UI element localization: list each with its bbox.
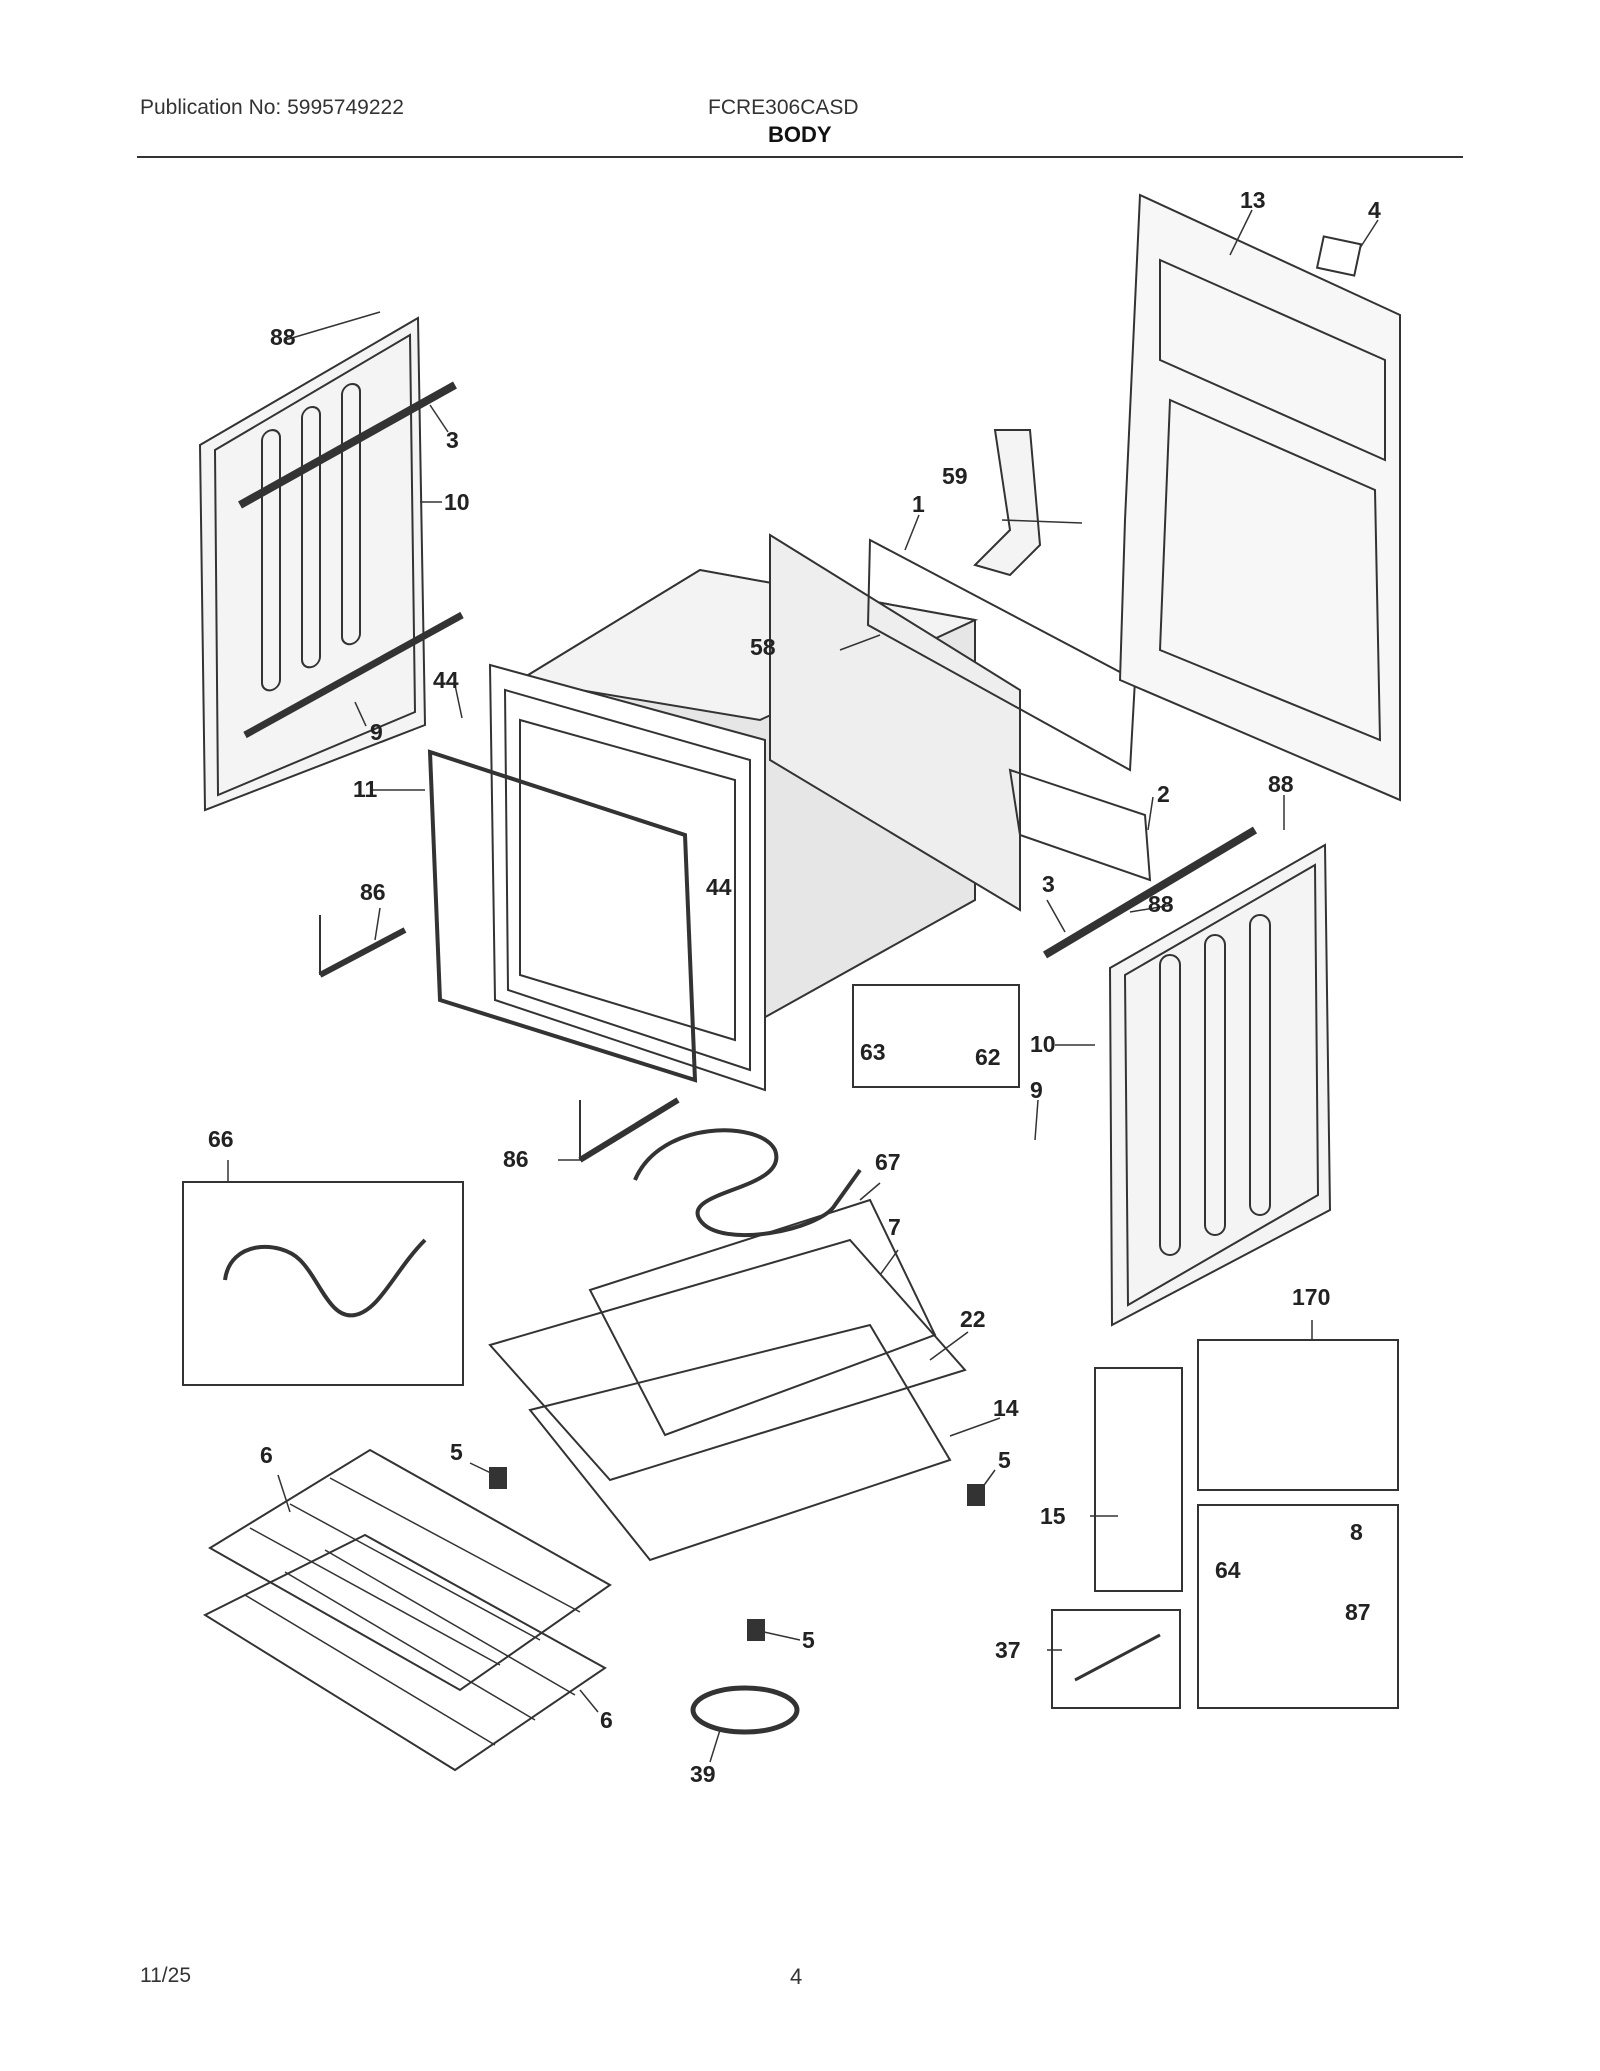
callout-10: 10 (1030, 1031, 1056, 1057)
leveling-leg (747, 1619, 765, 1641)
callout-37: 37 (995, 1637, 1021, 1663)
trim-strip-right (1042, 826, 1258, 959)
bake-element (633, 1128, 862, 1237)
callout-64: 64 (1215, 1557, 1241, 1583)
callout-9: 9 (1030, 1077, 1043, 1103)
header-rule (137, 156, 1463, 158)
bottom-frame (488, 1238, 967, 1482)
callout-88: 88 (270, 324, 296, 350)
callout-3: 3 (446, 427, 459, 453)
anti-tip-kit-box (1197, 1339, 1399, 1491)
callout-5: 5 (802, 1627, 815, 1653)
back-panel (1118, 193, 1401, 802)
callout-44: 44 (433, 667, 459, 693)
callout-6: 6 (600, 1707, 613, 1733)
callout-2: 2 (1157, 781, 1170, 807)
lower-bracket (1008, 768, 1152, 882)
oven-bottom-tray (588, 1198, 937, 1437)
callout-63: 63 (860, 1039, 886, 1065)
control-parts-box (852, 984, 1020, 1088)
back-bracket (866, 538, 1137, 772)
sensor-probe (1074, 1633, 1161, 1682)
leveling-leg (967, 1484, 985, 1506)
publication-number: Publication No: 5995749222 (140, 96, 404, 119)
callout-6: 6 (260, 1442, 273, 1468)
callout-62: 62 (975, 1044, 1001, 1070)
callout-39: 39 (690, 1761, 716, 1787)
callout-10: 10 (444, 489, 470, 515)
callout-14: 14 (993, 1395, 1019, 1421)
hinge-lower (578, 1097, 680, 1163)
side-panel-left (198, 316, 464, 812)
callout-11: 11 (353, 776, 378, 802)
door-gasket (427, 749, 698, 1083)
broil-element-box (182, 1181, 464, 1386)
wire-harness-box (1094, 1367, 1183, 1592)
callout-8: 8 (1350, 1519, 1363, 1545)
callout-13: 13 (1240, 187, 1266, 213)
callout-87: 87 (1345, 1599, 1371, 1625)
callout-9: 9 (370, 719, 383, 745)
broil-element (223, 1238, 427, 1318)
callout-5: 5 (998, 1447, 1011, 1473)
sensor-box (1051, 1609, 1181, 1709)
side-panel-right (1108, 843, 1332, 1327)
oven-rack-lower (202, 1533, 607, 1772)
callout-5: 5 (450, 1439, 463, 1465)
page-number: 4 (790, 1964, 803, 1989)
callout-7: 7 (888, 1214, 901, 1240)
hinge-left (318, 915, 407, 978)
vent-duct (973, 429, 1042, 577)
callout-44: 44 (706, 874, 732, 900)
rear-panel (769, 533, 1021, 912)
leveling-leg (489, 1467, 507, 1489)
callout-58: 58 (750, 634, 776, 660)
section-title: BODY (768, 122, 832, 147)
callout-1: 1 (912, 491, 925, 517)
footer-date: 11/25 (140, 1964, 191, 1987)
base-pan (528, 1323, 952, 1562)
callout-88: 88 (1148, 891, 1174, 917)
oven-rack-upper (208, 1448, 612, 1692)
callout-59: 59 (942, 463, 968, 489)
callout-3: 3 (1042, 871, 1055, 897)
callout-88: 88 (1268, 771, 1294, 797)
callout-66: 66 (208, 1126, 234, 1152)
callout-170: 170 (1292, 1284, 1330, 1310)
callout-22: 22 (960, 1306, 986, 1332)
callout-67: 67 (875, 1149, 901, 1175)
callout-15: 15 (1040, 1503, 1066, 1529)
callout-4: 4 (1368, 197, 1381, 223)
power-cord (690, 1685, 800, 1735)
hardware-kit-box (1197, 1504, 1399, 1709)
callout-86: 86 (503, 1146, 529, 1172)
callout-86: 86 (360, 879, 386, 905)
model-number: FCRE306CASD (708, 96, 859, 119)
